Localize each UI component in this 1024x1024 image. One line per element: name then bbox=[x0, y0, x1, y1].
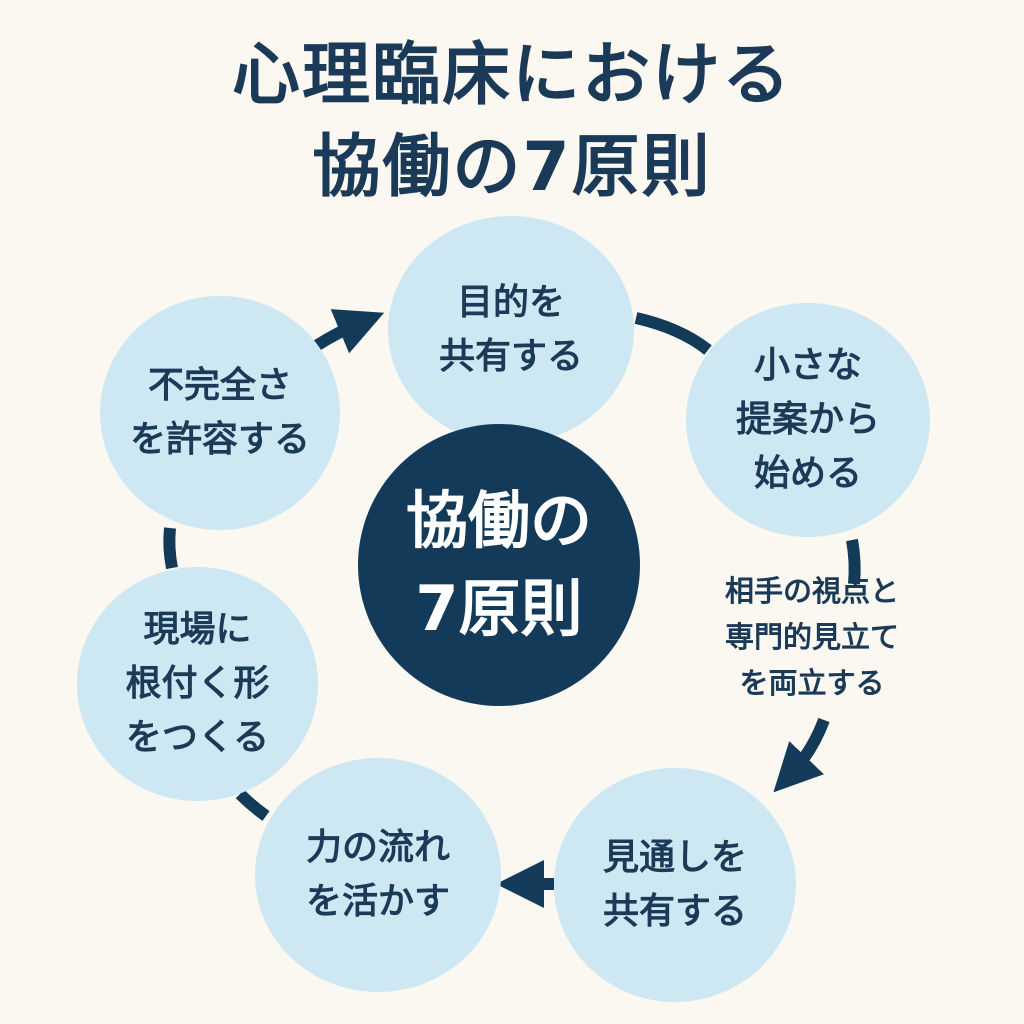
principle-node-1: 目的を 共有する bbox=[388, 216, 634, 444]
title-line-1: 心理臨床における bbox=[231, 36, 792, 115]
principle-2-line-3: 始める bbox=[753, 453, 862, 494]
principle-node-2: 小さな 提案から 始める bbox=[686, 303, 930, 537]
principle-6-line-3: をつくる bbox=[125, 717, 270, 758]
principle-2-line-2: 提案から bbox=[735, 399, 880, 440]
principle-2-line-1: 小さな bbox=[753, 345, 862, 386]
connector-5-6 bbox=[235, 789, 270, 821]
principle-4-line-2: 共有する bbox=[602, 891, 747, 932]
principle-3-text: 相手の視点と 専門的見立て を両立する bbox=[694, 568, 930, 706]
diagram-title: 心理臨床における 協働の7原則 bbox=[0, 30, 1024, 214]
principle-6-line-1: 現場に bbox=[143, 609, 252, 650]
connector-1-2 bbox=[634, 312, 712, 355]
connector-2-3-arrow bbox=[846, 538, 861, 585]
center-hub: 協働の 7原則 bbox=[358, 424, 640, 706]
principle-node-4: 見通しを 共有する bbox=[554, 768, 796, 1002]
principle-node-7: 不完全さ を許容する bbox=[100, 296, 340, 530]
connector-3-4-arrow bbox=[773, 717, 830, 793]
principle-6-line-2: 根付く形 bbox=[125, 663, 270, 704]
principle-3-line-3: を両立する bbox=[739, 666, 885, 700]
principle-1-line-2: 共有する bbox=[438, 336, 583, 377]
principle-3-line-1: 相手の視点と bbox=[724, 574, 899, 608]
principle-1-line-1: 目的を bbox=[456, 282, 565, 323]
center-line-2: 7原則 bbox=[415, 572, 583, 645]
principle-4-line-1: 見通しを bbox=[602, 837, 747, 878]
principle-7-line-2: を許容する bbox=[129, 419, 310, 460]
connector-7-1-arrow bbox=[312, 309, 385, 354]
connector-6-7 bbox=[163, 527, 178, 570]
principle-7-line-1: 不完全さ bbox=[147, 365, 292, 406]
principle-node-6: 現場に 根付く形 をつくる bbox=[77, 567, 318, 801]
principle-5-line-1: 力の流れ bbox=[305, 827, 450, 868]
title-line-2: 協働の7原則 bbox=[312, 128, 712, 207]
principle-5-line-2: を活かす bbox=[305, 881, 450, 922]
center-line-1: 協働の bbox=[405, 484, 592, 557]
principle-node-5: 力の流れ を活かす bbox=[255, 758, 501, 992]
principle-3-line-2: 専門的見立て bbox=[724, 620, 899, 654]
